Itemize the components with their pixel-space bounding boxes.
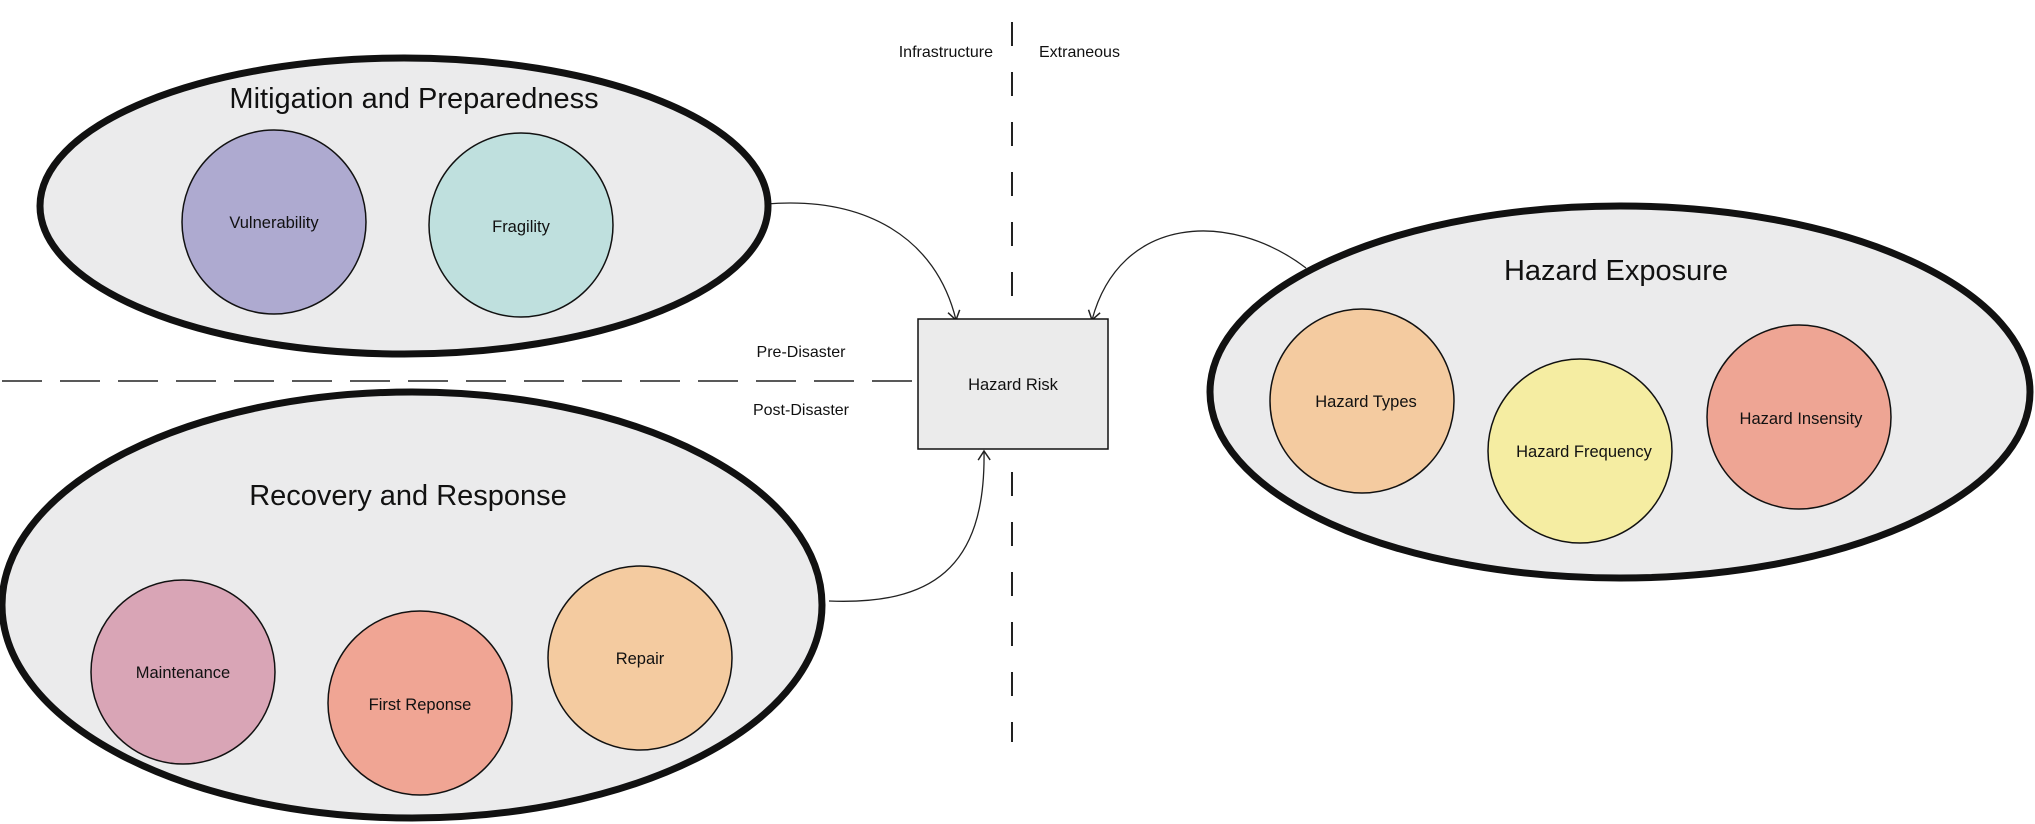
hazard-exposure-group: Hazard Exposure Hazard Types Hazard Freq…: [1206, 202, 2034, 582]
repair-label: Repair: [616, 650, 665, 668]
maintenance-node: [90, 579, 276, 765]
exposure-title: Hazard Exposure: [1504, 255, 1728, 287]
extraneous-label: Extraneous: [1039, 44, 1120, 61]
first-response-label: First Reponse: [369, 696, 472, 714]
hazard-types-label: Hazard Types: [1315, 393, 1417, 411]
hazard-intensity-label: Hazard Insensity: [1740, 410, 1864, 428]
pre-disaster-label: Pre-Disaster: [757, 344, 847, 361]
hazard-frequency-label: Hazard Frequency: [1516, 443, 1652, 461]
mitigation-title: Mitigation and Preparedness: [229, 83, 598, 115]
recovery-title: Recovery and Response: [249, 480, 567, 512]
exposure-to-risk-arrow: [1087, 230, 1307, 322]
post-disaster-label: Post-Disaster: [753, 402, 850, 419]
hazard-risk-rect: [917, 318, 1109, 450]
vulnerability-node: [181, 129, 367, 315]
fragility-label: Fragility: [492, 218, 551, 236]
hazard-risk-box: Hazard Risk: [917, 318, 1109, 450]
hazard-frequency-node: [1487, 358, 1673, 544]
hazard-risk-label: Hazard Risk: [968, 376, 1059, 394]
recovery-response-group: Recovery and Response Maintenance First …: [0, 388, 826, 822]
hazard-intensity-node: [1706, 324, 1892, 510]
infrastructure-label: Infrastructure: [899, 44, 993, 61]
recovery-to-risk-arrow: [828, 449, 991, 602]
fragility-node: [428, 132, 614, 318]
mitigation-to-risk-arrow: [765, 202, 961, 322]
vulnerability-label: Vulnerability: [229, 214, 319, 232]
mitigation-preparedness-group: Mitigation and Preparedness Vulnerabilit…: [36, 54, 772, 358]
first-response-node: [327, 610, 513, 796]
repair-node: [547, 565, 733, 751]
hazard-types-node: [1269, 308, 1455, 494]
maintenance-label: Maintenance: [136, 664, 230, 682]
